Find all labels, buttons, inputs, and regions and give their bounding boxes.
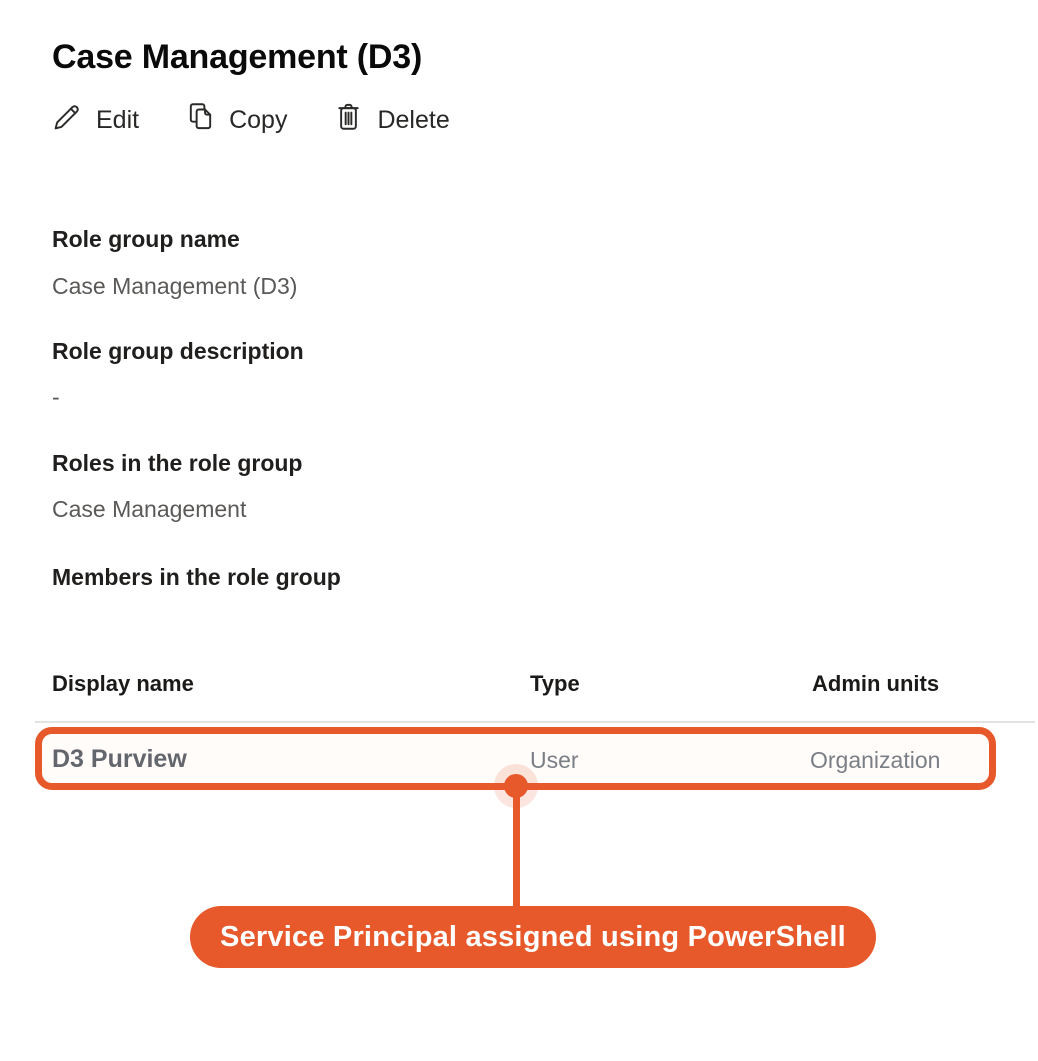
edit-button-label: Edit <box>96 105 140 134</box>
column-header-display-name: Display name <box>52 671 194 696</box>
table-header-divider <box>35 721 1035 723</box>
column-header-admin-units: Admin units <box>812 671 940 696</box>
trash-icon <box>333 101 364 139</box>
pencil-icon <box>52 101 83 139</box>
copy-button[interactable]: Copy <box>185 101 287 139</box>
page-title: Case Management (D3) <box>52 38 423 76</box>
column-header-type: Type <box>530 671 580 696</box>
field-label-role-group-name: Role group name <box>52 226 240 252</box>
copy-button-label: Copy <box>229 105 288 134</box>
field-label-roles-in-role-group: Roles in the role group <box>52 450 303 476</box>
member-row-type: User <box>530 747 579 773</box>
copy-icon <box>185 101 216 139</box>
toolbar: Edit Copy Delete <box>52 101 450 139</box>
edit-button[interactable]: Edit <box>52 101 139 139</box>
field-value-roles-in-role-group: Case Management <box>52 496 247 522</box>
callout-connector-line <box>513 786 520 908</box>
field-value-role-group-name: Case Management (D3) <box>52 273 298 299</box>
member-row-admin-units: Organization <box>810 747 941 773</box>
field-label-role-group-description: Role group description <box>52 338 304 364</box>
members-heading: Members in the role group <box>52 564 341 590</box>
member-row-display-name[interactable]: D3 Purview <box>52 745 187 773</box>
field-value-role-group-description: - <box>52 384 60 410</box>
annotation-pill: Service Principal assigned using PowerSh… <box>190 906 876 968</box>
delete-button-label: Delete <box>377 105 450 134</box>
delete-button[interactable]: Delete <box>333 101 450 139</box>
callout-dot <box>504 774 528 798</box>
